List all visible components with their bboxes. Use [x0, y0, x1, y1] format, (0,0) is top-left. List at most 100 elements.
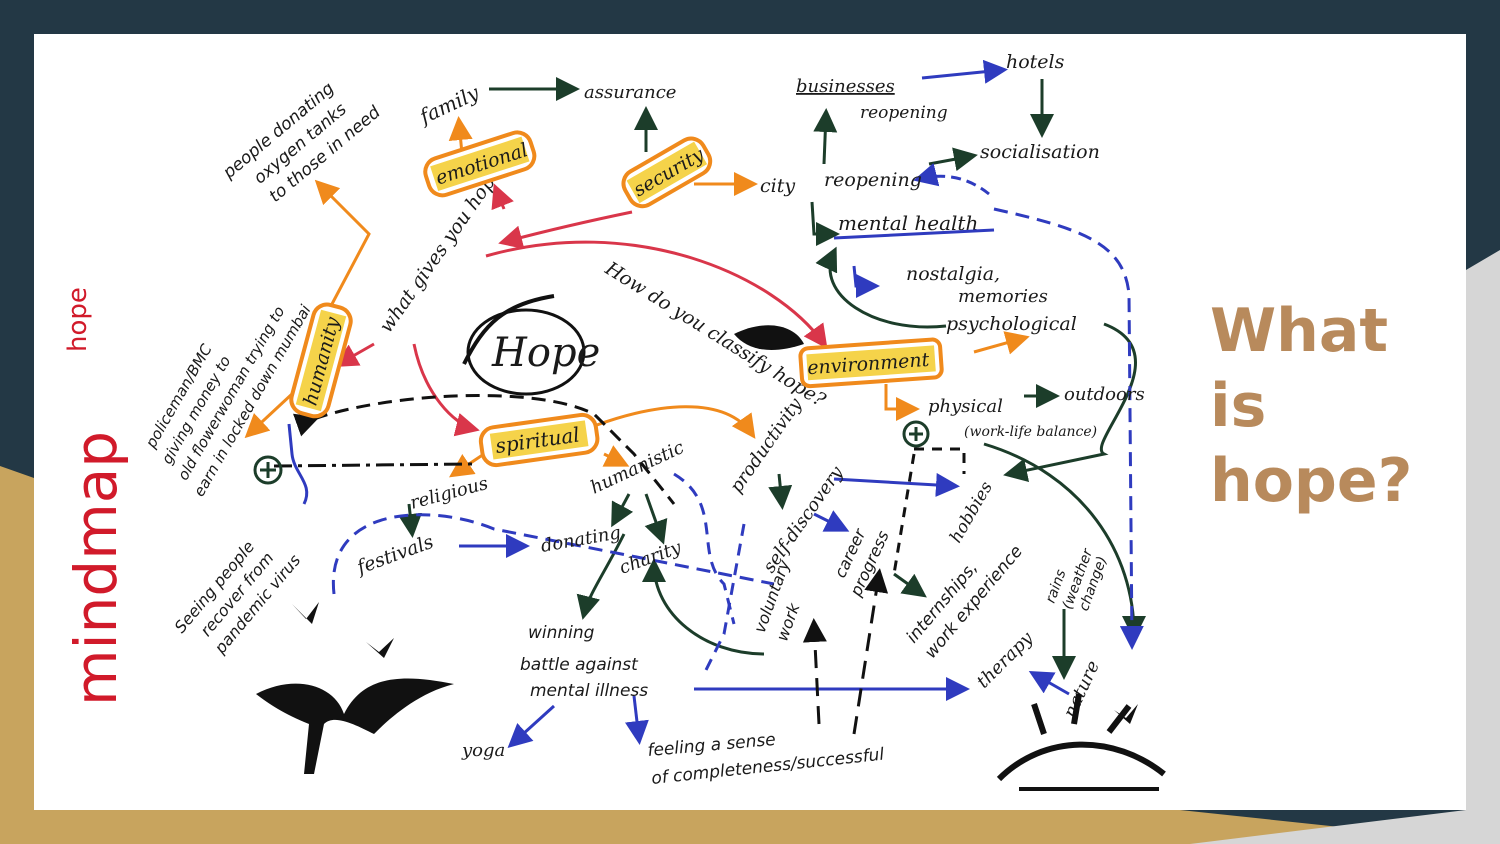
mindmap-title: mindmap: [62, 431, 130, 706]
node-businesses-reopening: reopening: [860, 103, 948, 123]
node-donating: donating: [539, 522, 622, 557]
node-winning: winning battle against mental illness: [520, 623, 648, 701]
arrow-mentalhealth-nostalgia: [852, 265, 880, 298]
bird-icon: [366, 638, 394, 658]
dashed-black-feeling-2: [852, 568, 889, 735]
title-line-2: is: [1210, 371, 1267, 441]
arrow-voluntary-charity: [642, 558, 765, 656]
arrow-question-emotional: [491, 183, 514, 211]
node-hotels: hotels: [1006, 51, 1065, 73]
plus-marker-2: [902, 420, 930, 448]
slide-title: What is hope?: [1210, 294, 1450, 519]
title-line-1: What: [1210, 296, 1389, 366]
node-career-progress: career progress: [830, 525, 892, 600]
mental-health-underline: [833, 228, 995, 240]
arrow-selfdiscovery-hobbies: [833, 472, 960, 497]
gray-band-right: [1190, 250, 1500, 844]
arrow-humanistic-winning: [576, 533, 626, 620]
arrow-illness-yoga: [507, 704, 556, 749]
plus-marker-1: [253, 455, 283, 485]
svg-text:battle against: battle against: [520, 655, 639, 675]
center-hope: Hope: [462, 294, 804, 396]
arrow-spiritual-productivity: [593, 405, 756, 439]
dashed-black-hobbies: [914, 447, 966, 474]
arrow-psych-outdoors: [1003, 322, 1137, 483]
svg-text:feeling a sense: feeling a sense: [647, 730, 777, 761]
node-religious: religious: [408, 473, 490, 514]
dashed-socialisation-reopening: [913, 162, 990, 196]
arrow-reopening-socialisation: [928, 147, 978, 172]
node-city: city: [760, 175, 795, 197]
node-outdoors: outdoors: [1064, 384, 1145, 405]
node-self-discovery: self-discovery: [759, 462, 848, 577]
node-people-donating: people donating oxygen tanks to those in…: [219, 78, 385, 206]
box-security: security: [621, 136, 713, 209]
box-emotional: emotional: [423, 130, 537, 198]
node-reopening: reopening: [824, 169, 922, 191]
dashed-spiritual-loop: [331, 513, 775, 595]
bird-icon: [292, 602, 319, 624]
arrow-question-spiritual: [412, 343, 480, 437]
node-psychological: psychological: [946, 313, 1077, 335]
node-memories: memories: [958, 286, 1048, 307]
node-assurance: assurance: [584, 82, 676, 103]
arrow-spiritual-humanistic: [602, 445, 630, 467]
node-businesses: businesses: [796, 76, 895, 97]
node-physical: physical: [928, 396, 1003, 417]
node-seeing-people: Seeing people recover from pandemic viru…: [171, 537, 305, 658]
arrow-humanistic-charity: [644, 493, 668, 545]
node-therapy: therapy: [973, 627, 1038, 692]
arrow-psych-mentalhealth: [815, 246, 947, 329]
node-voluntary-work: voluntary work: [750, 557, 804, 644]
dashed-black-physical: [892, 453, 916, 575]
node-rains: rains (weather change): [1043, 546, 1111, 613]
node-charity: charity: [617, 537, 685, 579]
center-hope-label: Hope: [491, 330, 600, 376]
dashed-mental-health: [993, 207, 1144, 650]
node-family: family: [414, 80, 483, 129]
arrow-city-mentalhealth: [810, 201, 840, 246]
node-productivity: productivity: [726, 394, 807, 497]
bird-icon: [1114, 704, 1138, 724]
leaf-icon: [734, 325, 804, 350]
connectors: [244, 59, 1146, 749]
node-work-life: (work-life balance): [964, 424, 1097, 440]
arrow-illness-feeling: [625, 695, 649, 745]
plant-doodle-icon: [256, 678, 454, 774]
arrow-humanity-donating-people: [314, 179, 371, 305]
svg-text:mental illness: mental illness: [530, 681, 648, 701]
arrow-question-humanity: [333, 342, 375, 367]
dashed-humanistic: [673, 472, 736, 625]
node-hobbies: hobbies: [946, 478, 997, 546]
arrow-reopening-businesses: [813, 108, 838, 165]
arrow-question-environment: [485, 240, 828, 349]
arrow-selfdiscovery-career: [813, 510, 850, 532]
node-feeling: feeling a sense of completeness/successf…: [647, 730, 886, 789]
title-line-3: hope?: [1210, 446, 1413, 516]
arrow-businesses-hotels: [921, 59, 1008, 84]
mindmap-image: mindmap hope: [34, 34, 1166, 810]
arrow-environment-psych: [973, 331, 1030, 355]
bird-doodles: [292, 602, 1138, 724]
node-yoga: yoga: [461, 740, 505, 761]
sunrise-doodle-icon: [996, 693, 1166, 791]
box-spiritual: spiritual: [478, 412, 600, 468]
arrow-productivity-selfdiscovery: [768, 473, 793, 510]
arrow-security-to-question: [498, 210, 633, 249]
dashed-black-feeling-1: [802, 618, 827, 725]
mindmap-subtitle: hope: [63, 287, 93, 352]
node-humanistic: humanistic: [587, 437, 687, 499]
node-nostalgia: nostalgia,: [906, 263, 1000, 285]
arrow-nature-therapy: [1028, 671, 1070, 696]
humanity-to-seeing: [287, 423, 309, 505]
arrow-humanity-policeman: [244, 392, 294, 439]
dashed-black-humanity: [293, 394, 676, 505]
laurel-icon: [462, 294, 555, 365]
arrow-humanistic-donating: [611, 493, 634, 528]
side-title: mindmap hope: [62, 287, 130, 706]
dashed-black-spiritual: [273, 462, 475, 468]
slide: mindmap hope: [34, 34, 1466, 810]
node-nature: nature: [1059, 657, 1104, 721]
arrow-outdoors-nature: [983, 442, 1146, 640]
